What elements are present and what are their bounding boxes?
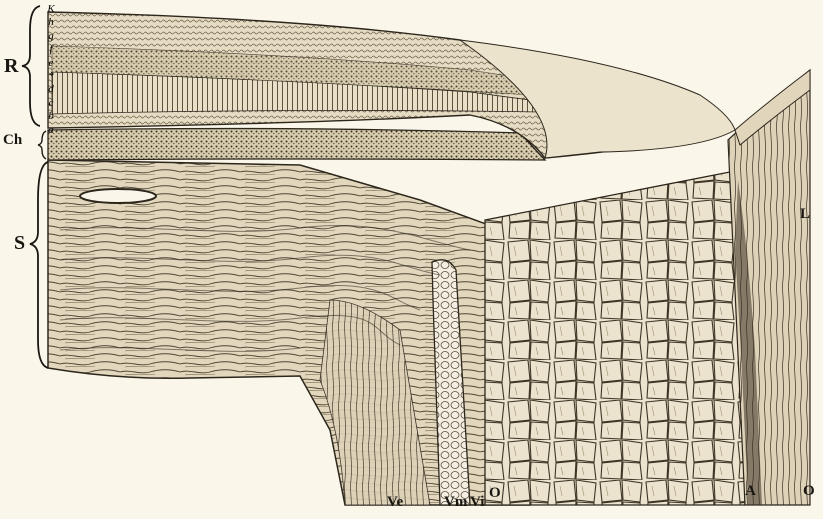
label-retina: R bbox=[4, 56, 18, 76]
retina-layer-letter: * bbox=[44, 70, 58, 83]
label-artery: A bbox=[745, 484, 756, 499]
label-vein-i: Vi bbox=[470, 495, 484, 510]
retina-layer-letters: K h g f e * d c b a bbox=[44, 3, 58, 125]
label-optic-left: O bbox=[489, 486, 501, 501]
retina-layer-letter: h bbox=[44, 16, 58, 29]
retina-layer-letter: b bbox=[44, 110, 58, 123]
sclera-brace bbox=[30, 162, 48, 368]
label-optic-right: O bbox=[803, 484, 815, 499]
retina-layer-letter: e bbox=[44, 57, 58, 70]
retina-layer-letter: c bbox=[44, 97, 58, 110]
optic-nerve-cells bbox=[485, 170, 745, 505]
retina-layer-letter: d bbox=[44, 83, 58, 96]
retina-brace bbox=[22, 6, 40, 126]
choroid-layer bbox=[48, 129, 545, 160]
retina-layer-letter: f bbox=[44, 43, 58, 56]
retina-layer-letter: g bbox=[44, 30, 58, 43]
label-sclera: S bbox=[14, 233, 25, 253]
retina-layer-letter: a bbox=[44, 124, 58, 137]
label-vein-e: Ve bbox=[387, 495, 403, 510]
label-lens: L bbox=[800, 207, 810, 222]
label-vein-m: Vm bbox=[444, 495, 467, 510]
scleral-vessel bbox=[80, 189, 156, 203]
retina-layer-letter: K bbox=[44, 3, 58, 16]
label-choroid: Ch bbox=[3, 133, 22, 148]
